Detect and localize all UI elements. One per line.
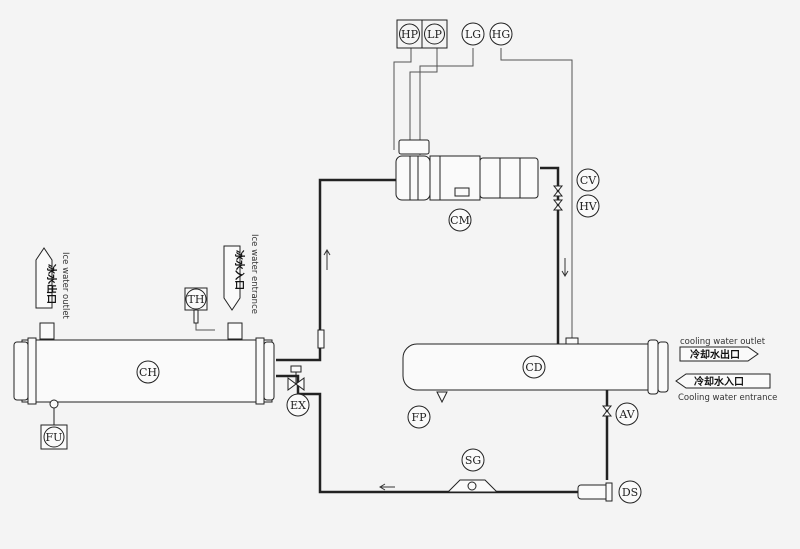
ice-water-outlet-arrow: 冰水出口 Ice water outlet bbox=[35, 247, 70, 320]
discharge-line bbox=[540, 166, 560, 344]
hv-label: HV bbox=[579, 200, 598, 213]
arrow-up bbox=[323, 249, 331, 270]
arrow-down bbox=[561, 258, 569, 277]
hg-label: HG bbox=[492, 28, 510, 41]
fu-label: FU bbox=[46, 431, 63, 444]
sg-marker bbox=[461, 448, 485, 472]
hp-label: HP bbox=[401, 28, 419, 41]
cooling-water-outlet-arrow: cooling water outlet 冷却水出口 bbox=[679, 337, 766, 362]
cm-marker bbox=[448, 208, 472, 232]
cooling-water-outlet-en: cooling water outlet bbox=[680, 337, 766, 347]
hv-marker bbox=[576, 194, 600, 218]
ex-marker bbox=[286, 393, 310, 417]
fp-marker bbox=[407, 405, 431, 429]
ex-label: EX bbox=[290, 399, 306, 412]
sight-glass bbox=[446, 479, 499, 493]
av-label: AV bbox=[618, 408, 635, 421]
th-label: TH bbox=[188, 293, 205, 306]
cooling-water-entrance-en: Cooling water entrance bbox=[678, 393, 777, 403]
refrigerant-piping bbox=[276, 166, 609, 494]
cooling-water-outlet-cn: 冷却水出口 bbox=[690, 348, 740, 361]
arrow-left bbox=[379, 483, 395, 491]
flow-arrows bbox=[323, 249, 569, 491]
condenser-shell bbox=[402, 337, 669, 404]
compressor bbox=[395, 139, 539, 201]
valves bbox=[287, 185, 613, 417]
sg-label: SG bbox=[465, 454, 481, 467]
av-marker bbox=[615, 402, 639, 426]
liquid-line bbox=[276, 374, 607, 494]
lg-gauge bbox=[461, 22, 485, 46]
ice-water-entrance-arrow: 冰水入口 Ice water entrance bbox=[223, 234, 259, 314]
ice-water-entrance-en: Ice water entrance bbox=[249, 234, 259, 314]
lp-label: LP bbox=[427, 28, 442, 41]
control-lines bbox=[195, 48, 573, 338]
ice-water-outlet-en: Ice water outlet bbox=[60, 252, 70, 320]
cd-marker bbox=[522, 355, 546, 379]
fu-box bbox=[40, 424, 68, 450]
ds-marker bbox=[618, 480, 642, 504]
cm-label: CM bbox=[450, 214, 470, 227]
hg-gauge bbox=[489, 22, 513, 46]
ice-water-outlet-cn: 冰水出口 bbox=[45, 264, 58, 304]
cooling-water-entrance-arrow: 冷却水入口 Cooling water entrance bbox=[675, 373, 777, 403]
ice-water-entrance-cn: 冰水入口 bbox=[233, 250, 246, 290]
ds-label: DS bbox=[622, 486, 638, 499]
ch-marker bbox=[136, 360, 160, 384]
cooling-water-entrance-cn: 冷却水入口 bbox=[694, 375, 744, 388]
th-box bbox=[184, 287, 208, 311]
fp-label: FP bbox=[411, 411, 427, 424]
ch-label: CH bbox=[139, 366, 157, 379]
drier bbox=[577, 482, 613, 502]
cv-marker bbox=[576, 168, 600, 192]
cv-label: CV bbox=[580, 174, 597, 187]
suction-line bbox=[276, 178, 398, 362]
lg-label: LG bbox=[465, 28, 481, 41]
cd-label: CD bbox=[525, 361, 542, 374]
chiller-shell bbox=[13, 308, 275, 425]
